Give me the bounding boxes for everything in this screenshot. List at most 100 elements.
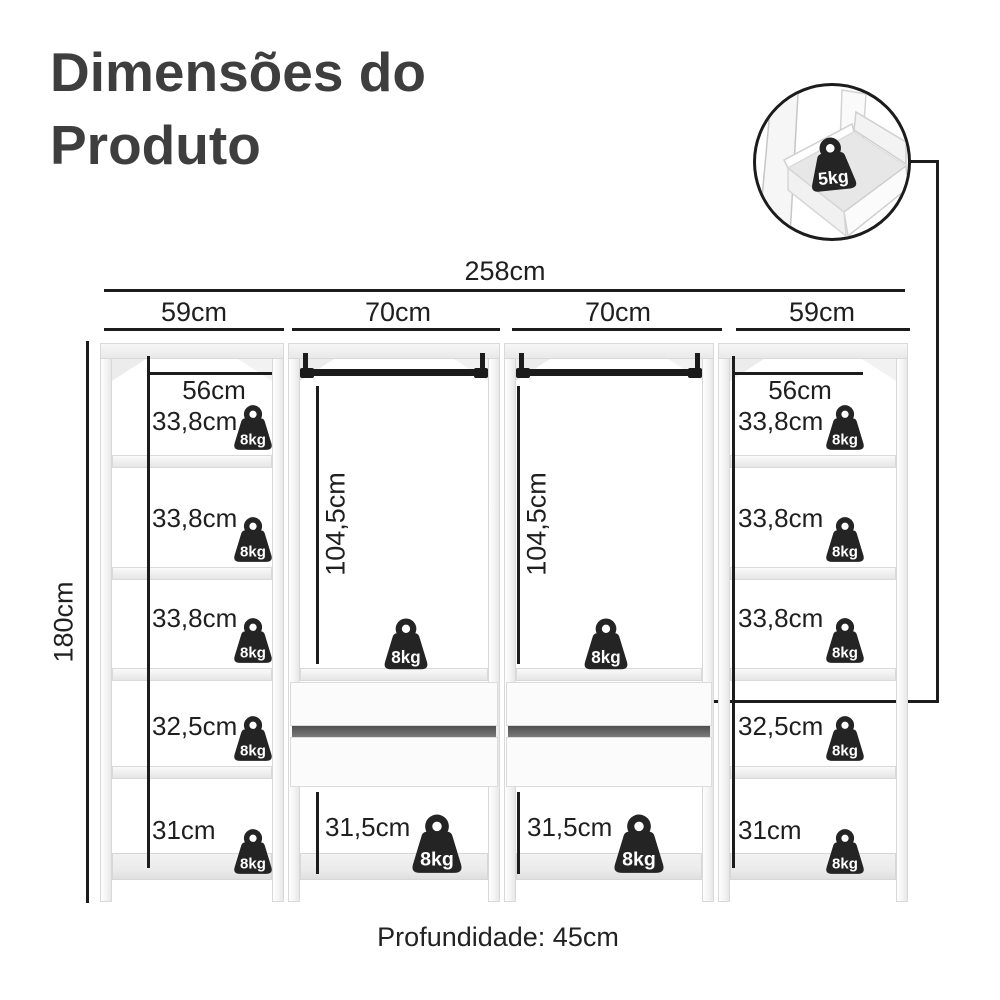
shelf-slab <box>112 567 272 580</box>
weight-label: 8kg <box>832 855 858 872</box>
weight-label: 8kg <box>832 431 858 448</box>
weight-icon: 8kg <box>826 517 864 562</box>
bottom-shelf-slab <box>516 853 702 880</box>
connector-line <box>694 700 939 703</box>
bottom-shelf-slab <box>730 853 896 880</box>
perspective-wedge <box>112 359 146 381</box>
depth-label: Profundidade: 45cm <box>377 922 619 952</box>
shelf-slab <box>730 766 896 779</box>
weight-icon: 8kg <box>826 618 864 663</box>
weight-label: 8kg <box>240 543 266 560</box>
dim-section-width-label: 70cm <box>364 297 432 327</box>
shelf-slab <box>730 455 896 468</box>
weight-label: 8kg <box>622 849 656 871</box>
dim-shelf-height-label: 33,8cm <box>152 603 238 633</box>
shelf-slab <box>112 668 272 681</box>
weight-icon: 8kg <box>826 829 864 874</box>
weight-label: 8kg <box>832 543 858 560</box>
dim-shelf-height-label: 33,8cm <box>152 406 238 436</box>
inset-circle: 5kg <box>753 83 911 241</box>
weight-label: 5kg <box>817 166 849 189</box>
dim-section-width-line <box>104 328 284 331</box>
weight-icon: 8kg <box>412 814 462 873</box>
dim-shelf-line <box>147 356 150 868</box>
dim-section-width-line <box>736 328 910 331</box>
drawer-gap <box>292 726 496 737</box>
rod-bracket <box>519 353 524 376</box>
drawer-gap <box>508 726 710 737</box>
perspective-wedge <box>730 359 764 381</box>
perspective-wedge <box>238 359 272 381</box>
dim-height-line <box>86 341 89 903</box>
weight-label: 8kg <box>240 855 266 872</box>
weight-icon: 8kg <box>614 814 664 873</box>
weight-label: 8kg <box>240 742 266 759</box>
dim-shelf-height-label: 31cm <box>738 815 802 845</box>
perspective-wedge <box>862 359 896 381</box>
dim-hanging-line <box>316 386 319 664</box>
column-post <box>488 343 500 902</box>
dim-shelf-line <box>732 356 735 868</box>
column-post <box>504 343 516 902</box>
weight-label: 8kg <box>591 648 620 667</box>
dim-shelf-height-label: 31cm <box>152 815 216 845</box>
weight-label: 8kg <box>240 431 266 448</box>
column-top-frame <box>504 343 714 359</box>
dim-bottom-line <box>316 792 319 874</box>
dim-section-width-line <box>512 328 722 331</box>
column-post <box>100 343 112 902</box>
weight-icon: 8kg <box>234 618 272 663</box>
dim-section-width-label: 70cm <box>584 297 652 327</box>
dim-shelf-height-label: 33,8cm <box>152 503 238 533</box>
dim-section-width-label: 59cm <box>788 297 856 327</box>
rod-bracket <box>303 353 308 376</box>
dim-hanging-height-label: 104,5cm <box>521 472 552 576</box>
connector-line <box>936 160 939 703</box>
column-post <box>896 343 908 902</box>
weight-label: 8kg <box>240 644 266 661</box>
dim-bottom-height-label: 31,5cm <box>527 812 613 842</box>
dim-shelf-height-label: 33,8cm <box>738 406 824 436</box>
rod-bracket <box>695 353 700 376</box>
column-top-frame <box>100 343 284 359</box>
column-top-frame <box>718 343 908 359</box>
weight-icon: 8kg <box>584 618 628 670</box>
column-post <box>718 343 730 902</box>
shelf-slab <box>112 455 272 468</box>
weight-icon: 8kg <box>234 405 272 450</box>
weight-icon: 8kg <box>234 517 272 562</box>
drawer-front <box>506 737 712 787</box>
dim-inner-width-label: 56cm <box>768 375 832 405</box>
shelf-slab <box>730 567 896 580</box>
drawer-front <box>290 737 498 787</box>
weight-label: 8kg <box>420 849 454 871</box>
title-line-1: Dimensões do <box>50 41 426 103</box>
page-title: Dimensões do Produto <box>50 36 426 182</box>
column-post <box>288 343 300 902</box>
weight-icon: 8kg <box>384 618 428 670</box>
dim-total-width-label: 258cm <box>464 256 546 286</box>
dim-shelf-height-label: 32,5cm <box>738 711 824 741</box>
drawer-front <box>506 682 712 726</box>
column-post <box>702 343 714 902</box>
dim-hanging-height-label: 104,5cm <box>320 472 351 576</box>
connector-line <box>909 160 939 163</box>
dim-section-width-label: 59cm <box>160 297 228 327</box>
dim-total-width-line <box>104 289 905 292</box>
dim-shelf-height-label: 32,5cm <box>152 711 238 741</box>
weight-label: 8kg <box>391 648 420 667</box>
dim-inner-width-line <box>148 372 272 375</box>
title-line-2: Produto <box>50 114 261 177</box>
dim-height-label: 180cm <box>48 581 79 663</box>
weight-icon: 8kg <box>826 405 864 450</box>
shelf-slab <box>730 668 896 681</box>
dim-inner-width-label: 56cm <box>182 375 246 405</box>
shelf-slab <box>112 766 272 779</box>
dim-hanging-line <box>517 386 520 664</box>
dim-bottom-line <box>517 792 520 874</box>
drawer-front <box>290 682 498 726</box>
inset-drawer-illustration <box>759 87 908 238</box>
weight-icon: 8kg <box>234 716 272 761</box>
dim-bottom-height-label: 31,5cm <box>325 812 411 842</box>
